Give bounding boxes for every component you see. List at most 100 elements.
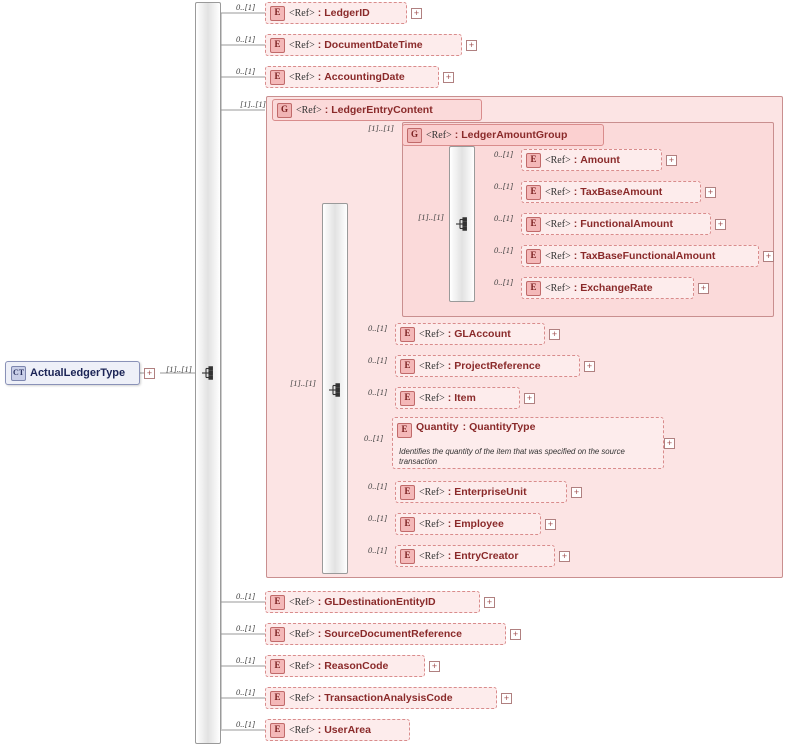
node-name-label: EnterpriseUnit [454, 486, 527, 498]
node-transaction-analysis-code[interactable]: E <Ref> : TransactionAnalysisCode [265, 687, 497, 709]
occurrence-transaction-analysis-code: 0..[1] [236, 687, 256, 697]
node-name-label: TransactionAnalysisCode [324, 692, 453, 704]
node-ref-label: <Ref> [419, 550, 445, 562]
element-badge-icon: E [270, 594, 285, 610]
node-name-label: SourceDocumentReference [324, 628, 462, 640]
node-quantity[interactable]: E Quantity : QuantityType [392, 417, 664, 469]
element-badge-icon: E [270, 69, 285, 85]
node-tax-base-functional-amount[interactable]: E <Ref> : TaxBaseFunctionalAmount [521, 245, 759, 267]
element-badge-icon: E [526, 152, 541, 168]
node-name-label: LedgerAmountGroup [461, 129, 568, 141]
node-colon: : [573, 282, 578, 294]
node-gl-account[interactable]: E <Ref> : GLAccount [395, 323, 545, 345]
node-user-area[interactable]: E <Ref> : UserArea [265, 719, 410, 741]
node-colon: : [447, 486, 452, 498]
node-colon: : [447, 392, 452, 404]
node-name-label: Employee [454, 518, 504, 530]
expand-icon-gl-destination-entity-id[interactable]: + [484, 597, 495, 608]
node-source-document-reference[interactable]: E <Ref> : SourceDocumentReference [265, 623, 506, 645]
element-badge-icon: E [270, 37, 285, 53]
node-name-label: AccountingDate [324, 71, 405, 83]
expand-icon-accounting-date[interactable]: + [443, 72, 454, 83]
expand-icon-enterprise-unit[interactable]: + [571, 487, 582, 498]
node-ref-label: Quantity [416, 421, 459, 433]
element-badge-icon: E [526, 216, 541, 232]
node-ref-label: <Ref> [426, 129, 452, 141]
root-element-label: ActualLedgerType [30, 367, 126, 379]
expand-icon-employee[interactable]: + [545, 519, 556, 530]
expand-icon-tax-base-functional-amount[interactable]: + [763, 251, 774, 262]
node-name-label: ProjectReference [454, 360, 541, 372]
expand-icon-entry-creator[interactable]: + [559, 551, 570, 562]
node-colon: : [317, 7, 322, 19]
node-colon: : [573, 186, 578, 198]
node-item[interactable]: E <Ref> : Item [395, 387, 520, 409]
node-name-label: TaxBaseAmount [580, 186, 663, 198]
element-badge-icon: E [526, 280, 541, 296]
sequence-compositor-icon-ledger-amount-group [456, 217, 467, 231]
node-name-label: Amount [580, 154, 620, 166]
node-name-label: DocumentDateTime [324, 39, 423, 51]
occurrence-functional-amount: 0..[1] [494, 213, 514, 223]
node-ledger-id[interactable]: E <Ref> : LedgerID [265, 2, 407, 24]
node-name-label: TaxBaseFunctionalAmount [580, 250, 716, 262]
node-ledger-amount-group[interactable]: G <Ref> : LedgerAmountGroup [402, 124, 604, 146]
expand-icon-item[interactable]: + [524, 393, 535, 404]
occurrence-tax-base-amount: 0..[1] [494, 181, 514, 191]
node-enterprise-unit[interactable]: E <Ref> : EnterpriseUnit [395, 481, 567, 503]
node-accounting-date[interactable]: E <Ref> : AccountingDate [265, 66, 439, 88]
element-badge-icon: E [270, 5, 285, 21]
expand-icon-transaction-analysis-code[interactable]: + [501, 693, 512, 704]
node-ref-label: <Ref> [289, 628, 315, 640]
node-ref-label: <Ref> [545, 186, 571, 198]
expand-icon-root[interactable]: + [144, 368, 155, 379]
node-amount[interactable]: E <Ref> : Amount [521, 149, 662, 171]
expand-icon-reason-code[interactable]: + [429, 661, 440, 672]
node-ref-label: <Ref> [289, 660, 315, 672]
node-ledger-entry-content[interactable]: G <Ref> : LedgerEntryContent [272, 99, 482, 121]
expand-icon-project-reference[interactable]: + [584, 361, 595, 372]
node-ref-label: <Ref> [289, 692, 315, 704]
node-ref-label: <Ref> [419, 360, 445, 372]
node-reason-code[interactable]: E <Ref> : ReasonCode [265, 655, 425, 677]
occurrence-item: 0..[1] [368, 387, 388, 397]
occurrence-exchange-rate: 0..[1] [494, 277, 514, 287]
node-document-date-time[interactable]: E <Ref> : DocumentDateTime [265, 34, 462, 56]
sequence-bar-ledger-entry-content[interactable] [322, 203, 348, 574]
node-ref-label: <Ref> [289, 39, 315, 51]
occurrence-accounting-date: 0..[1] [236, 66, 256, 76]
expand-icon-functional-amount[interactable]: + [715, 219, 726, 230]
expand-icon-source-document-reference[interactable]: + [510, 629, 521, 640]
node-project-reference[interactable]: E <Ref> : ProjectReference [395, 355, 580, 377]
node-employee[interactable]: E <Ref> : Employee [395, 513, 541, 535]
node-colon: : [462, 421, 467, 433]
expand-icon-tax-base-amount[interactable]: + [705, 187, 716, 198]
node-ref-label: <Ref> [419, 486, 445, 498]
node-exchange-rate[interactable]: E <Ref> : ExchangeRate [521, 277, 694, 299]
node-tax-base-amount[interactable]: E <Ref> : TaxBaseAmount [521, 181, 701, 203]
root-element-actual-ledger-type[interactable]: CT ActualLedgerType [5, 361, 140, 385]
expand-icon-document-date-time[interactable]: + [466, 40, 477, 51]
element-badge-icon: E [400, 484, 415, 500]
expand-icon-quantity[interactable]: + [664, 438, 675, 449]
node-colon: : [573, 154, 578, 166]
expand-icon-amount[interactable]: + [666, 155, 677, 166]
occurrence-ledger-amount-group: [1]..[1] [368, 123, 394, 133]
occurrence-quantity: 0..[1] [364, 433, 384, 443]
expand-icon-ledger-id[interactable]: + [411, 8, 422, 19]
occurrence-employee: 0..[1] [368, 513, 388, 523]
node-colon: : [573, 250, 578, 262]
node-colon: : [454, 129, 459, 141]
sequence-bar-ledger-amount-group[interactable] [449, 146, 475, 302]
node-name-label: QuantityType [469, 421, 536, 433]
node-colon: : [317, 692, 322, 704]
node-entry-creator[interactable]: E <Ref> : EntryCreator [395, 545, 555, 567]
node-name-label: LedgerEntryContent [331, 104, 433, 116]
element-badge-icon: E [526, 248, 541, 264]
node-functional-amount[interactable]: E <Ref> : FunctionalAmount [521, 213, 711, 235]
occurrence-ledger-id: 0..[1] [236, 2, 256, 12]
element-badge-icon: E [400, 390, 415, 406]
expand-icon-gl-account[interactable]: + [549, 329, 560, 340]
expand-icon-exchange-rate[interactable]: + [698, 283, 709, 294]
node-gl-destination-entity-id[interactable]: E <Ref> : GLDestinationEntityID [265, 591, 480, 613]
